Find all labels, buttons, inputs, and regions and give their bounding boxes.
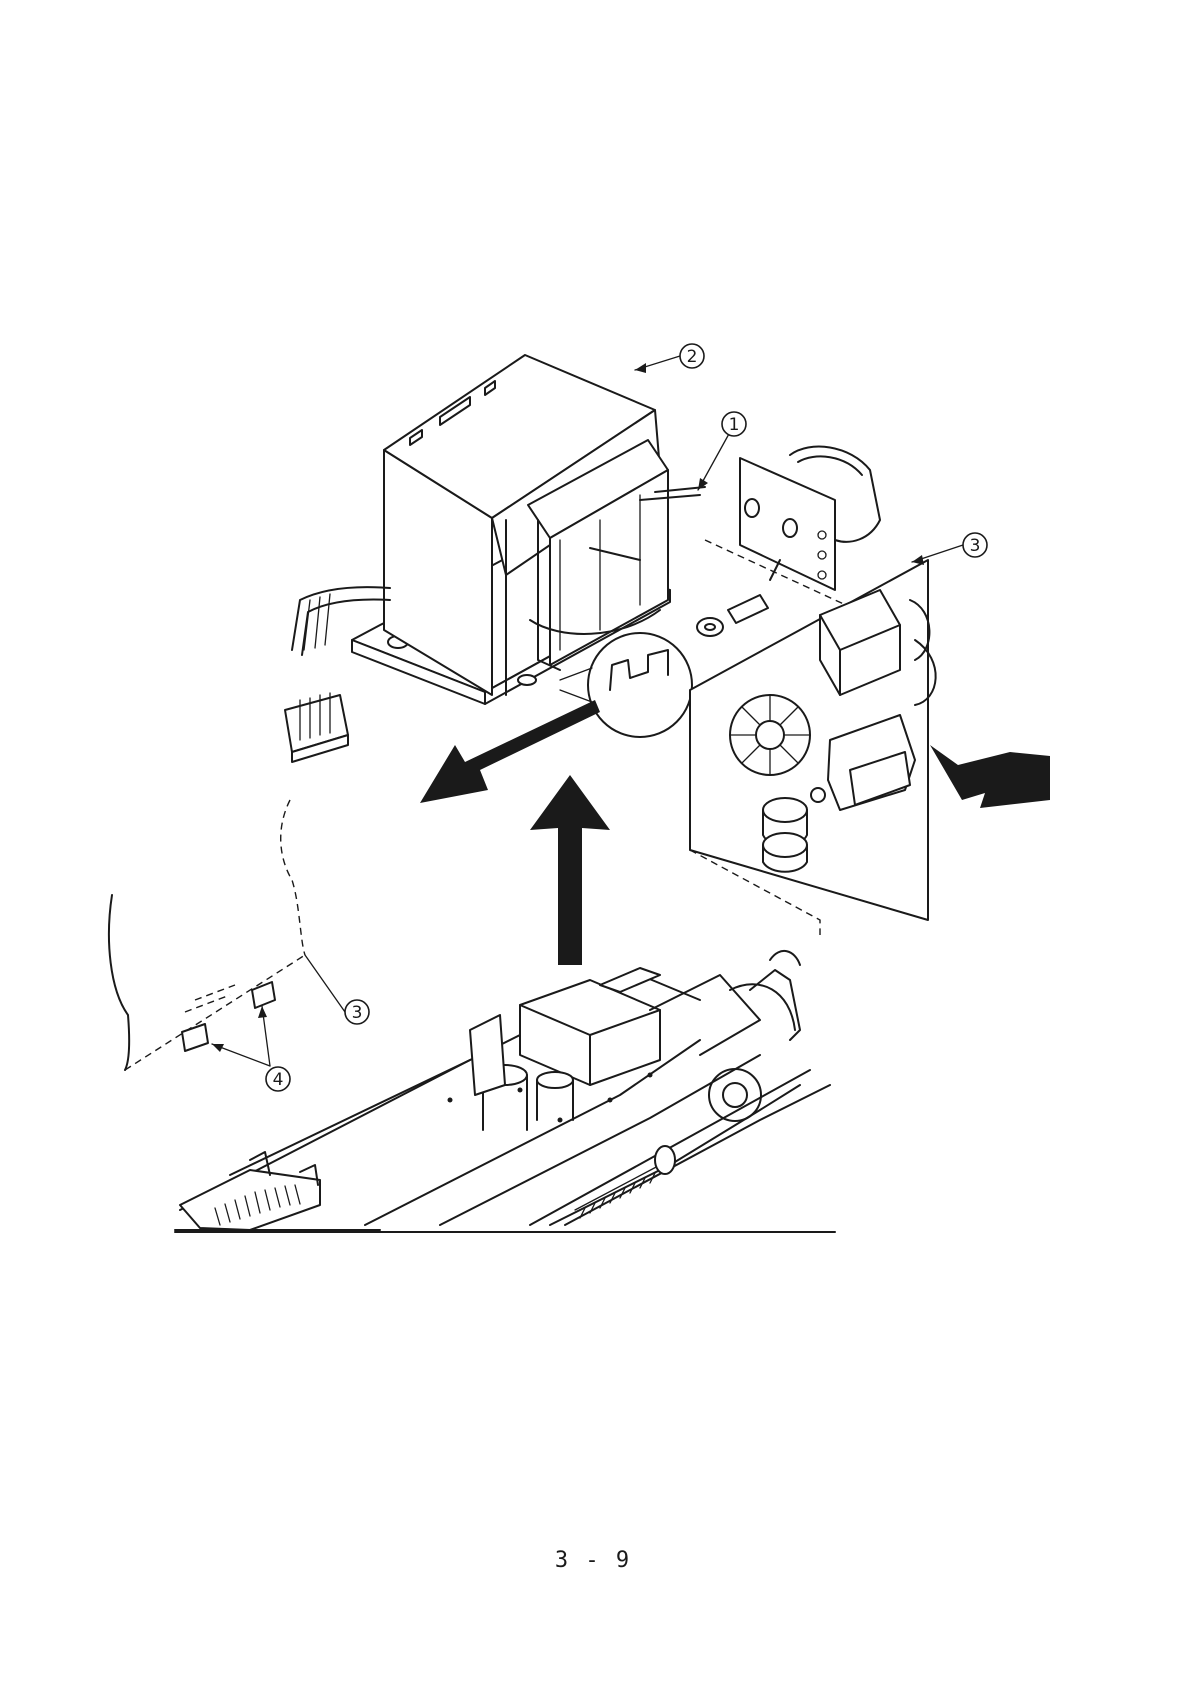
- callout-3-upper: 3: [912, 533, 987, 565]
- callout-3-upper-label: 3: [970, 536, 981, 556]
- arrow-right: [930, 745, 1050, 808]
- arrow-up: [530, 775, 610, 965]
- callout-2: 2: [635, 344, 704, 373]
- power-supply-board: [690, 447, 936, 935]
- callout-2-label: 2: [687, 347, 698, 367]
- page-number: 3 - 9: [0, 1548, 1186, 1573]
- callout-1: 1: [698, 412, 746, 490]
- callout-3-lower-label: 3: [352, 1003, 363, 1023]
- callout-4-label: 4: [273, 1070, 284, 1090]
- lower-board-detail: [109, 800, 345, 1070]
- callout-1-label: 1: [729, 415, 740, 435]
- callout-3-lower: 3: [345, 1000, 369, 1024]
